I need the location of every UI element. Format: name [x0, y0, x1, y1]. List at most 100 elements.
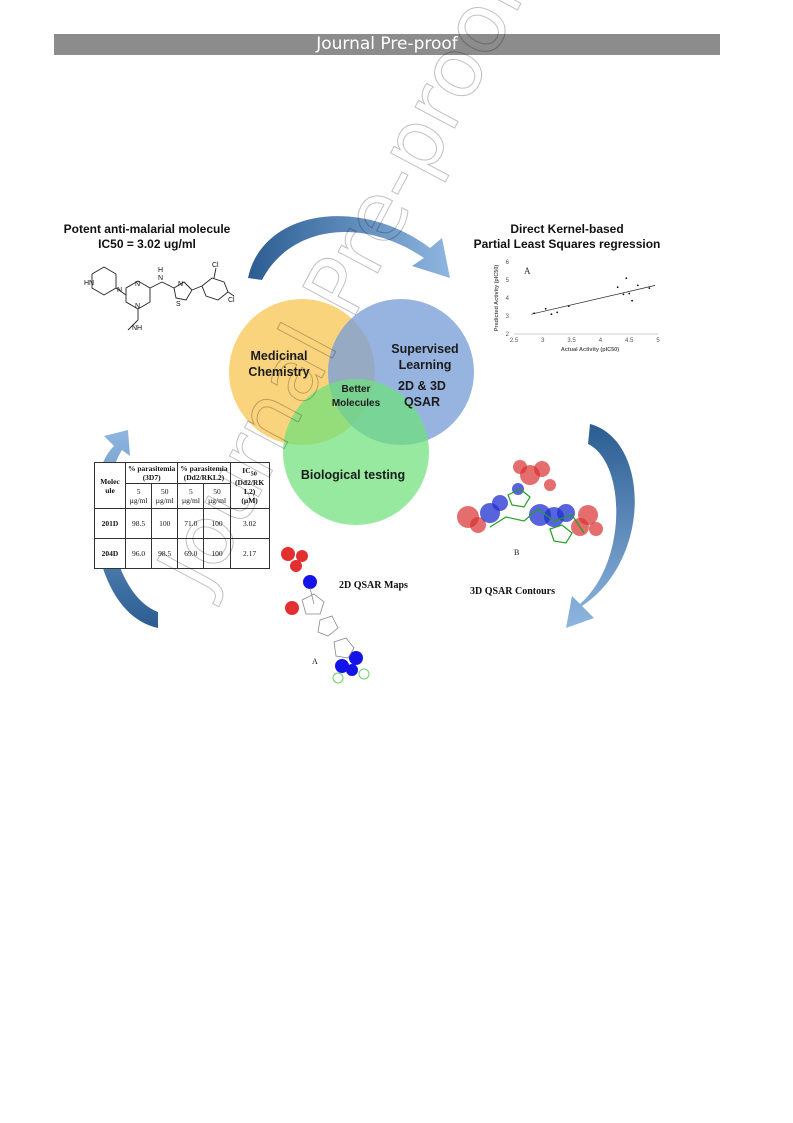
- row1-ic50: 3.02: [229, 508, 270, 539]
- molecule-n2: N: [135, 281, 140, 288]
- venn-label-supervised: Supervised Learning: [380, 341, 470, 373]
- qsar-2d-label: 2D QSAR Maps: [339, 580, 408, 591]
- venn-supervised-line2: Learning: [398, 358, 452, 372]
- chart-panel-label: A: [524, 266, 531, 276]
- x-tick-label: 2.5: [510, 338, 519, 344]
- row1-dd2-50: 100: [203, 508, 231, 539]
- molecule-cl2: Cl: [228, 297, 235, 304]
- header-3d7: % parasitemia (3D7): [124, 462, 179, 484]
- qsar-3d-label: 3D QSAR Contours: [470, 586, 556, 597]
- x-tick-label: 5: [656, 338, 660, 344]
- x-tick-label: 4.5: [625, 338, 634, 344]
- x-tick-label: 4: [599, 338, 603, 344]
- y-tick-label: 2: [506, 332, 510, 338]
- scatter-point: [556, 311, 559, 314]
- molecule-hn: HN: [84, 280, 94, 287]
- header-ic50-l2: (Dd2/RK: [235, 477, 265, 487]
- scatter-point: [533, 312, 536, 315]
- venn-circle-bio: [283, 379, 429, 525]
- venn-label-bio: Biological testing: [300, 468, 406, 482]
- journal-preproof-banner: Journal Pre-proof: [54, 34, 720, 55]
- thiazole-ring: [173, 281, 193, 301]
- scatter-point: [631, 299, 633, 302]
- venn-qsar-line1: 2D & 3D: [398, 379, 446, 393]
- qsar-3d-contour-image: [457, 460, 603, 544]
- header-3d7-l2: (3D7): [142, 473, 161, 482]
- molecule-n5: N: [178, 281, 183, 288]
- row1-molecule: 201D: [94, 508, 126, 539]
- scatter-point: [625, 277, 628, 280]
- molecule-n3: N: [135, 303, 140, 310]
- scatter-point: [550, 313, 553, 316]
- venn-label-medicinal: Medicinal Chemistry: [240, 348, 318, 380]
- x-tick-label: 3: [541, 338, 545, 344]
- right-curved-arrow: [566, 424, 635, 628]
- venn-better-line1: Better: [341, 384, 371, 395]
- header-dd2-l2: (Dd2/RKL2): [183, 473, 225, 482]
- molecule-structure: HN N N N N H N S NH Cl Cl: [84, 262, 235, 332]
- scatter-point: [636, 284, 639, 287]
- trendline: [531, 285, 656, 315]
- molecule-nh: NH: [132, 325, 142, 332]
- molecule-s: S: [176, 301, 181, 308]
- scatter-point: [628, 292, 631, 295]
- molecule-h: H: [158, 267, 163, 274]
- header-ic50-l1: IC50: [242, 466, 257, 478]
- molecule-caption-line1: Potent anti-malarial molecule: [63, 222, 231, 236]
- scatter-point: [544, 307, 547, 310]
- row1-3d7-5: 98.5: [124, 508, 153, 539]
- molecule-caption-line2: IC50 = 3.02 ug/ml: [98, 237, 196, 251]
- scatter-point: [616, 286, 619, 289]
- x-tick-label: 3.5: [567, 338, 576, 344]
- molecule-n1: N: [117, 287, 122, 294]
- scatter-point: [567, 305, 570, 307]
- header-dd2-l1: % parasitemia: [180, 464, 228, 473]
- figure-label-a: A: [312, 657, 318, 666]
- figure-label-b: B: [514, 548, 520, 557]
- row2-dd2-50: 100: [203, 538, 231, 569]
- y-axis-title: Predicted Activity (pIC50): [494, 265, 500, 332]
- header-ic50-l3: L2): [243, 486, 256, 496]
- results-table: Molec ule % parasitemia (3D7) % parasite…: [94, 462, 270, 569]
- row2-molecule: 204D: [94, 538, 126, 569]
- table-row: 204D 96.0 98.5 69.0 100 2.17: [94, 538, 270, 569]
- y-tick-label: 4: [506, 296, 510, 302]
- venn-qsar-line2: QSAR: [403, 395, 441, 409]
- scatter-point: [648, 287, 651, 289]
- header-molecule-l1: Molec: [100, 476, 120, 486]
- row2-3d7-50: 98.5: [151, 538, 179, 569]
- header-ic50-l4: (µM): [241, 495, 258, 505]
- row2-ic50: 2.17: [229, 538, 270, 569]
- regression-caption-line2: Partial Least Squares regression: [473, 237, 661, 251]
- y-tick-label: 6: [506, 260, 510, 266]
- top-curved-arrow: [248, 216, 450, 280]
- header-ic50: IC50 (Dd2/RK L2) (µM): [229, 462, 270, 509]
- molecule-caption: Potent anti-malarial molecule IC50 = 3.0…: [58, 222, 236, 252]
- y-tick-label: 5: [506, 278, 510, 284]
- venn-supervised-line1: Supervised: [391, 342, 459, 356]
- triazine-ring: [125, 280, 151, 310]
- qsar-2d-map-image: [281, 547, 370, 684]
- scatter-point: [622, 293, 625, 296]
- row2-dd2-5: 69.0: [177, 538, 205, 569]
- y-tick-label: 3: [506, 314, 510, 320]
- molecule-n4: N: [158, 275, 163, 282]
- header-3d7-l1: % parasitemia: [128, 464, 176, 473]
- molecule-cl1: Cl: [212, 262, 219, 269]
- venn-diagram: [229, 299, 474, 525]
- venn-medicinal-line2: Chemistry: [248, 365, 310, 379]
- x-axis-title: Actual Activity (pIC50): [561, 347, 619, 353]
- venn-medicinal-line1: Medicinal: [250, 349, 308, 363]
- venn-label-qsar: 2D & 3D QSAR: [392, 378, 452, 410]
- header-molecule-l2: ule: [105, 485, 115, 495]
- header-molecule: Molec ule: [94, 462, 126, 509]
- venn-better-line2: Molecules: [331, 398, 381, 409]
- regression-caption: Direct Kernel-based Partial Least Square…: [462, 222, 672, 252]
- venn-label-better: Better Molecules: [326, 383, 386, 411]
- table-header-row: Molec ule % parasitemia (3D7) % parasite…: [94, 462, 270, 509]
